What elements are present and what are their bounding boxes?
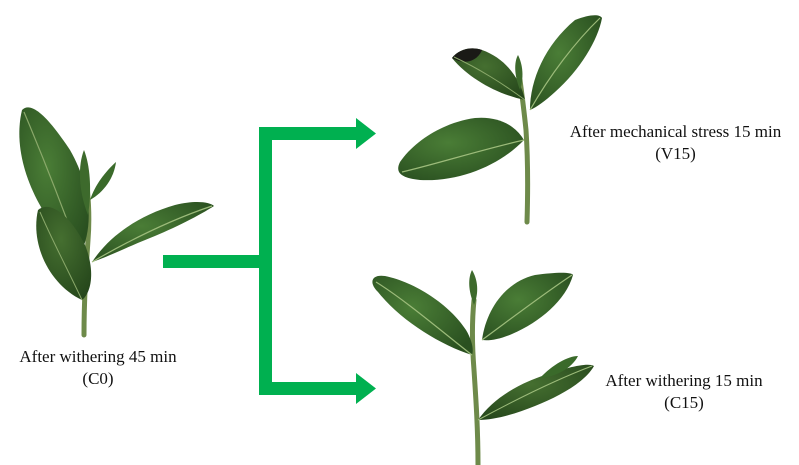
tea-shoot-v15-icon: [398, 15, 602, 222]
tea-shoot-c0-icon: [19, 107, 214, 335]
tea-shoot-c15-icon: [372, 270, 594, 465]
label-c15-line2: (C15): [596, 392, 772, 414]
label-c15: After withering 15 min (C15): [596, 370, 772, 414]
label-c0: After withering 45 min (C0): [0, 346, 196, 390]
label-v15: After mechanical stress 15 min (V15): [552, 121, 799, 165]
label-c0-line2: (C0): [0, 368, 196, 390]
label-v15-line1: After mechanical stress 15 min: [552, 121, 799, 143]
label-v15-line2: (V15): [552, 143, 799, 165]
label-c15-line1: After withering 15 min: [596, 370, 772, 392]
label-c0-line1: After withering 45 min: [0, 346, 196, 368]
